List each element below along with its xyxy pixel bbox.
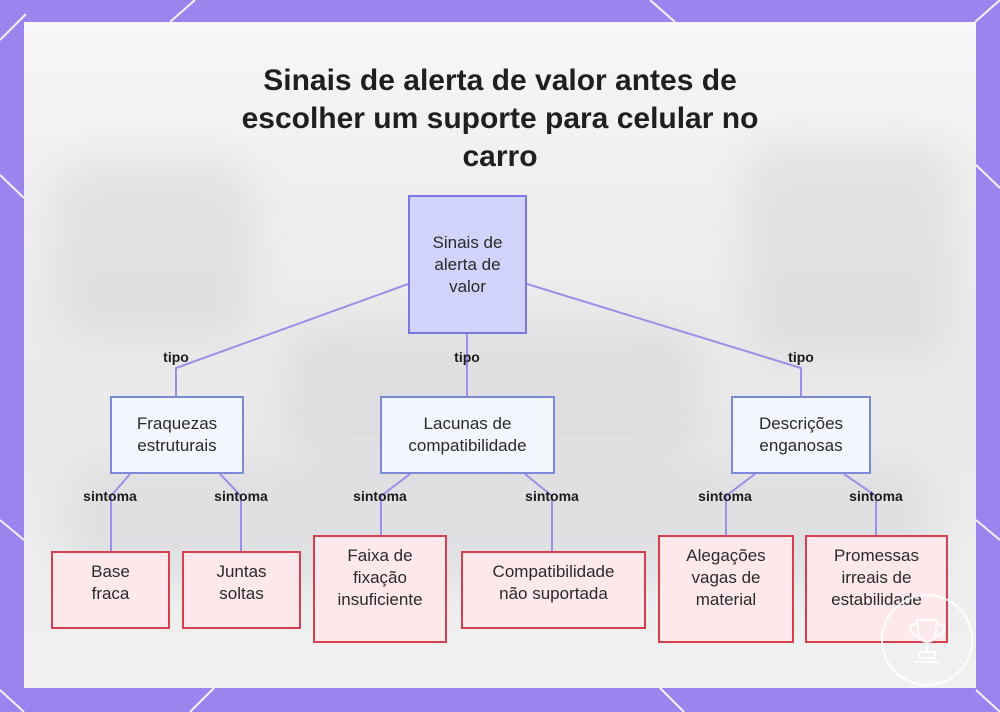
edge-label-leaf-4: sintoma (698, 488, 752, 504)
edge-label-cat-1: tipo (454, 349, 480, 365)
edge-cat2-leaf-5 (844, 474, 876, 535)
trophy-icon (881, 594, 973, 686)
node-category-1: Lacunas de compatibilidade (380, 396, 555, 474)
edge-cat1-leaf-3 (525, 474, 552, 551)
edge-cat1-leaf-2 (381, 474, 410, 535)
edge-cat0-leaf-1 (220, 474, 241, 551)
node-leaf-3: Compatibilidade não suportada (461, 551, 646, 629)
edge-cat0-leaf-0 (111, 474, 130, 551)
edge-root-cat-0 (176, 284, 408, 396)
edge-label-leaf-2: sintoma (353, 488, 407, 504)
node-category-0: Fraquezas estruturais (110, 396, 244, 474)
node-root: Sinais de alerta de valor (408, 195, 527, 334)
node-leaf-4: Alegações vagas de material (658, 535, 794, 643)
edge-label-cat-2: tipo (788, 349, 814, 365)
diagram-card: Sinais de alerta de valor antes de escol… (24, 22, 976, 688)
edge-label-leaf-5: sintoma (849, 488, 903, 504)
edge-label-cat-0: tipo (163, 349, 189, 365)
edge-label-leaf-1: sintoma (214, 488, 268, 504)
edge-cat2-leaf-4 (726, 474, 755, 535)
edge-root-cat-2 (527, 284, 801, 396)
edge-label-leaf-3: sintoma (525, 488, 579, 504)
node-leaf-1: Juntas soltas (182, 551, 301, 629)
node-leaf-2: Faixa de fixação insuficiente (313, 535, 447, 643)
edge-label-leaf-0: sintoma (83, 488, 137, 504)
node-category-2: Descrições enganosas (731, 396, 871, 474)
node-leaf-0: Base fraca (51, 551, 170, 629)
